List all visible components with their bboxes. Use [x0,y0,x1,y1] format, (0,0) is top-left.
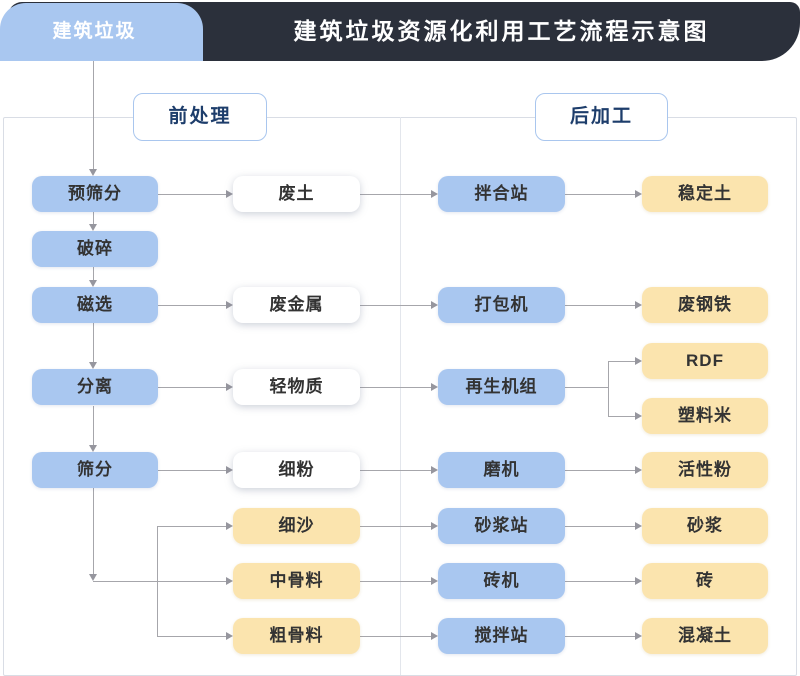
edge-regeneration-unit-to-rdf-junction [607,361,609,416]
edge-aggregate-junction-to-aggregate-branch [156,526,158,636]
node-waste-soil: 废土 [233,176,360,212]
edge-rdf-junction-to-rdf [608,360,636,362]
edge-light-material-to-regeneration-unit [360,386,432,388]
arrowhead-medium-aggregate [226,577,233,585]
section-label-pre-processing: 前处理 [133,93,267,141]
arrowhead-plastic-pellets [635,412,642,420]
arrowhead-light-material [226,383,233,391]
edge-screening-to-aggregate-junction [92,488,94,574]
node-medium-aggregate: 中骨料 [233,563,360,599]
edge-separation-to-light-material [158,386,227,388]
node-concrete-mixing-plant: 搅拌站 [438,618,565,654]
node-scrap-steel: 废钢铁 [642,287,768,323]
edge-mortar-plant-to-mortar [565,525,636,527]
edge-mixing-plant-to-stabilized-soil [565,193,636,195]
edge-magnetic-separation-to-separation [92,323,94,362]
edge-regeneration-unit-to-rdf-junction [565,386,608,388]
arrowhead-screening [89,445,97,452]
edge-medium-aggregate-to-brick-machine [360,580,432,582]
arrowhead-rdf [635,357,642,365]
node-mixing-plant: 拌合站 [438,176,565,212]
node-crushing: 破碎 [32,231,158,267]
arrowhead-magnetic-separation [89,280,97,287]
node-coarse-aggregate: 粗骨料 [233,618,360,654]
edge-fine-powder-to-mill [360,469,432,471]
arrowhead-separation [89,362,97,369]
node-concrete: 混凝土 [642,618,768,654]
arrowhead-stabilized-soil [635,190,642,198]
edge-fine-sand-to-mortar-plant [360,525,432,527]
node-brick-machine: 砖机 [438,563,565,599]
edge-separation-to-screening [92,406,94,445]
node-screening: 筛分 [32,452,158,488]
node-fine-powder: 细粉 [233,452,360,488]
source-tab-construction-waste: 建筑垃圾 [0,3,203,61]
arrowhead-mortar-plant [431,522,438,530]
arrowhead-mill [431,466,438,474]
arrowhead-fine-sand [226,522,233,530]
arrowhead-aggregate-junction [89,574,97,581]
arrowhead-coarse-aggregate [226,632,233,640]
arrowhead-concrete-mixing-plant [431,632,438,640]
arrowhead-mortar [635,522,642,530]
arrowhead-scrap-steel [635,301,642,309]
node-stabilized-soil: 稳定土 [642,176,768,212]
edge-aggregate-junction-to-medium-aggregate [93,580,227,582]
arrowhead-brick-machine [431,577,438,585]
edge-pre-screening-to-crushing [92,212,94,224]
node-mortar-plant: 砂浆站 [438,508,565,544]
arrowhead-mixing-plant [431,190,438,198]
node-separation: 分离 [32,369,158,405]
node-pre-screening: 预筛分 [32,176,158,212]
edge-construction-waste-to-pre-screening [92,61,94,169]
arrowhead-waste-soil [226,190,233,198]
edge-magnetic-separation-to-waste-metal [158,304,227,306]
arrowhead-crushing [89,224,97,231]
section-label-post-processing: 后加工 [535,93,668,141]
section-divider [400,117,401,675]
edge-waste-metal-to-baler [360,304,432,306]
node-active-powder: 活性粉 [642,452,768,488]
node-light-material: 轻物质 [233,369,360,405]
edge-pre-screening-to-waste-soil [158,193,227,195]
node-mortar: 砂浆 [642,508,768,544]
edge-rdf-junction-to-plastic-pellets [608,415,636,417]
edge-concrete-mixing-plant-to-concrete [565,635,636,637]
arrowhead-active-powder [635,466,642,474]
node-mill: 磨机 [438,452,565,488]
edge-aggregate-branch-to-fine-sand [157,525,227,527]
arrowhead-fine-powder [226,466,233,474]
page-title: 建筑垃圾资源化利用工艺流程示意图 [293,18,710,44]
arrowhead-regeneration-unit [431,383,438,391]
edge-mill-to-active-powder [565,469,636,471]
arrowhead-pre-screening [89,169,97,176]
edge-screening-to-fine-powder [158,469,227,471]
node-fine-sand: 细沙 [233,508,360,544]
node-plastic-pellets: 塑料米 [642,398,768,434]
edge-coarse-aggregate-to-concrete-mixing-plant [360,635,432,637]
edge-aggregate-branch-to-coarse-aggregate [157,635,227,637]
arrowhead-concrete [635,632,642,640]
edge-waste-soil-to-mixing-plant [360,193,432,195]
node-baler: 打包机 [438,287,565,323]
edge-crushing-to-magnetic-separation [92,267,94,280]
node-brick: 砖 [642,563,768,599]
node-magnetic-separation: 磁选 [32,287,158,323]
node-regeneration-unit: 再生机组 [438,369,565,405]
arrowhead-baler [431,301,438,309]
arrowhead-waste-metal [226,301,233,309]
node-rdf: RDF [642,343,768,379]
edge-brick-machine-to-brick [565,580,636,582]
arrowhead-brick [635,577,642,585]
node-waste-metal: 废金属 [233,287,360,323]
edge-baler-to-scrap-steel [565,304,636,306]
